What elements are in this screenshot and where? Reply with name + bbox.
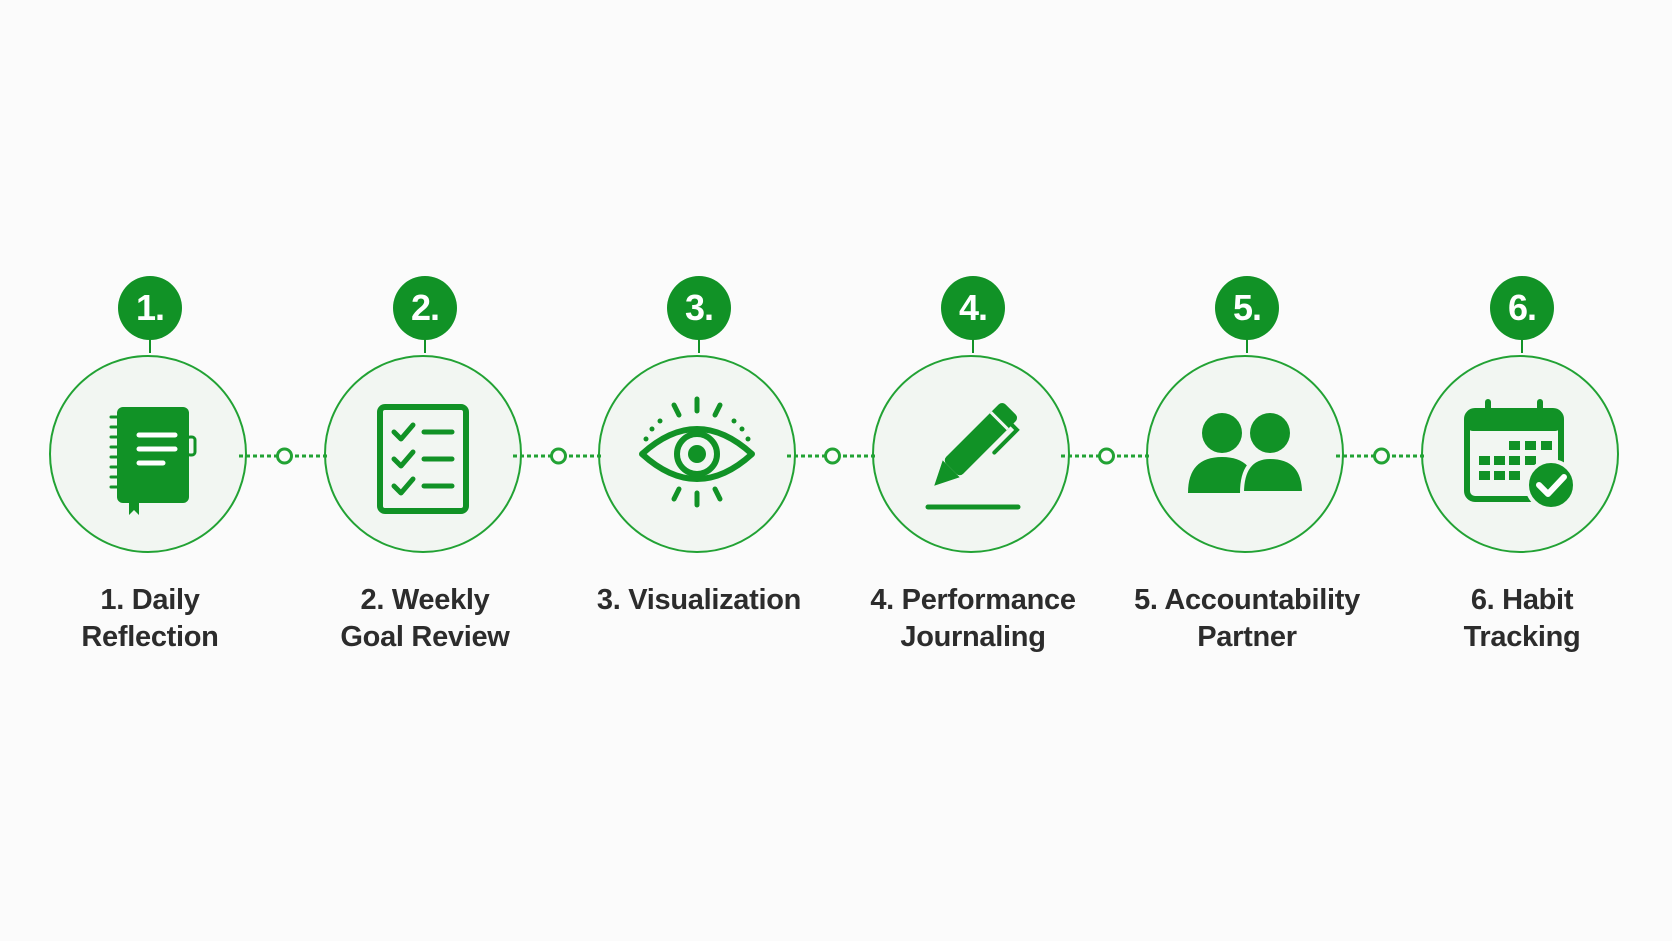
step-label: 4. Performance Journaling xyxy=(833,582,1113,656)
step-connector xyxy=(1061,447,1152,465)
step-number-badge: 3. xyxy=(667,276,731,340)
step-label: 6. Habit Tracking xyxy=(1382,582,1662,656)
step-icon-circle xyxy=(49,355,247,553)
step-connector xyxy=(239,447,330,465)
step-icon-circle xyxy=(324,355,522,553)
step-label-line1: 4. Performance xyxy=(870,584,1076,616)
step-4: 4. 4. Performance Journaling xyxy=(833,0,1113,941)
pen-icon xyxy=(925,402,1021,510)
step-label: 5. Accountability Partner xyxy=(1107,582,1387,656)
step-label: 1. Daily Reflection xyxy=(10,582,290,656)
step-label-line2: Journaling xyxy=(900,621,1046,653)
step-label-line2: Goal Review xyxy=(340,621,510,653)
step-label-line1: 1. Daily xyxy=(100,584,200,616)
badge-stem xyxy=(972,339,974,353)
step-number-badge: 1. xyxy=(118,276,182,340)
checklist-icon xyxy=(377,404,469,514)
step-number-badge: 6. xyxy=(1490,276,1554,340)
people-icon xyxy=(1188,413,1307,495)
badge-stem xyxy=(149,339,151,353)
badge-stem xyxy=(424,339,426,353)
step-number-badge: 4. xyxy=(941,276,1005,340)
step-5: 5. 5. Accountability Partner xyxy=(1107,0,1387,941)
eye-icon xyxy=(639,396,755,508)
step-label: 2. Weekly Goal Review xyxy=(285,582,565,656)
badge-stem xyxy=(1521,339,1523,353)
notebook-icon xyxy=(109,407,197,515)
step-label-line1: 3. Visualization xyxy=(596,584,802,616)
step-icon-circle xyxy=(872,355,1070,553)
step-label-line1: 5. Accountability xyxy=(1134,584,1360,616)
step-label-line2: Partner xyxy=(1197,621,1297,653)
step-number-badge: 2. xyxy=(393,276,457,340)
step-2: 2. 2. Weekly Goal Review xyxy=(285,0,565,941)
step-label-line2: Reflection xyxy=(81,621,219,653)
badge-stem xyxy=(1246,339,1248,353)
step-label-line1: 6. Habit xyxy=(1470,584,1574,616)
step-icon-circle xyxy=(1421,355,1619,553)
step-6: 6. 6. Habit Tracking xyxy=(1382,0,1662,941)
step-label-line2: Tracking xyxy=(1463,621,1581,653)
step-label-line1: 2. Weekly xyxy=(360,584,490,616)
step-icon-circle xyxy=(598,355,796,553)
step-connector xyxy=(1336,447,1427,465)
step-3: 3. 3. Vis xyxy=(559,0,839,941)
step-icon-circle xyxy=(1146,355,1344,553)
step-connector xyxy=(787,447,878,465)
step-1: 1. xyxy=(10,0,290,941)
badge-stem xyxy=(698,339,700,353)
step-number-badge: 5. xyxy=(1215,276,1279,340)
step-label: 3. Visualization xyxy=(559,582,839,619)
calendar-check-icon xyxy=(1464,399,1577,511)
step-connector xyxy=(513,447,604,465)
